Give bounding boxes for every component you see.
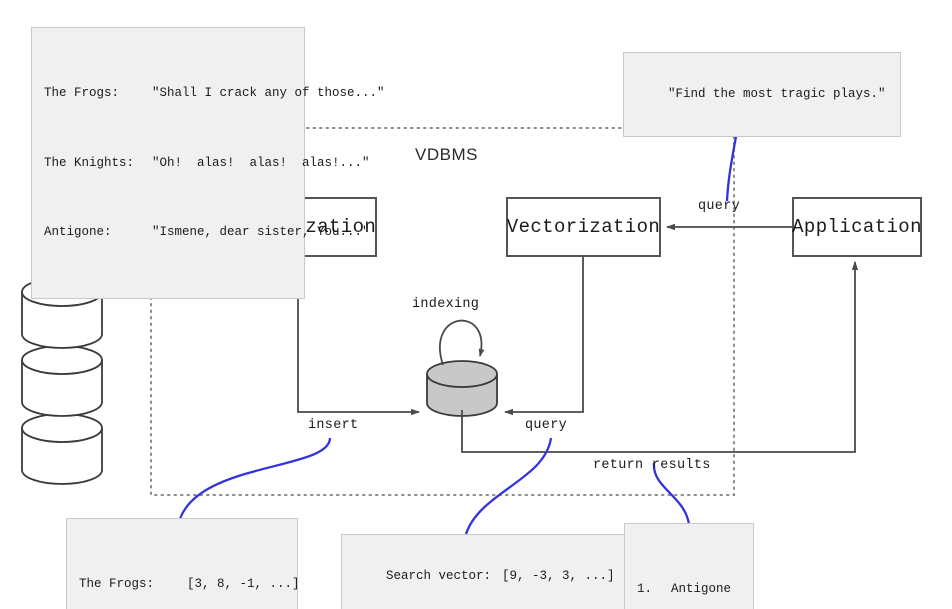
edge-query-vectorization-to-index — [504, 257, 584, 416]
search-vector-label: Search vector: — [386, 569, 492, 584]
connector-document-vectors — [178, 437, 332, 520]
document-excerpt: "Ismene, dear sister, You..." — [152, 225, 370, 239]
annotation-document-vectors: The Frogs: [3, 8, -1, ...] The Knights: … — [66, 518, 300, 609]
edge-return-results-index-to-application — [461, 261, 859, 453]
annotation-user-query: "Find the most tragic plays." — [623, 52, 901, 138]
result-title: Antigone — [671, 582, 732, 597]
edge-label-return-results: return results — [593, 458, 711, 473]
node-vectorization-query-label: Vectorization — [506, 216, 661, 238]
document-title: The Frogs: — [79, 577, 155, 592]
annotation-row: Antigone: "Ismene, dear sister, You..." — [44, 221, 370, 244]
node-application[interactable]: Application — [792, 197, 922, 257]
edge-label-insert-bottom: insert — [308, 418, 359, 433]
edge-label-indexing: indexing — [412, 297, 480, 312]
edge-insert-vectorization-to-index — [297, 257, 420, 416]
document-title: The Frogs: — [44, 86, 120, 101]
annotation-search-vector: Search vector: [9, -3, 3, ...] — [341, 534, 630, 609]
document-title: Antigone: — [44, 225, 112, 239]
vdbms-boundary-label: VDBMS — [415, 145, 478, 164]
result-rank: 1. — [637, 582, 653, 597]
annotation-row: The Knights: "Oh! alas! alas! alas!..." — [44, 152, 370, 175]
document-vector: [3, 8, -1, ...] — [187, 577, 300, 592]
node-vectorization-query[interactable]: Vectorization — [506, 197, 661, 257]
connector-search-vector — [464, 437, 553, 535]
edge-label-query-top: query — [698, 199, 741, 214]
node-application-label: Application — [792, 216, 922, 238]
document-title: The Knights: — [44, 155, 135, 170]
source-database-stack — [21, 277, 103, 485]
search-vector-value: [9, -3, 3, ...] — [502, 569, 615, 584]
user-query-text: "Find the most tragic plays." — [668, 87, 886, 102]
result-item: 1. Antigone — [637, 578, 741, 601]
document-excerpt: "Shall I crack any of those..." — [152, 86, 385, 101]
edge-indexing-self-loop — [439, 319, 485, 366]
edge-label-query-bottom: query — [525, 418, 568, 433]
document-excerpt: "Oh! alas! alas! alas!..." — [152, 155, 370, 170]
annotation-row: The Frogs: [3, 8, -1, ...] — [79, 573, 300, 596]
vector-index-cylinder — [426, 360, 498, 417]
annotation-row: The Frogs: "Shall I crack any of those..… — [44, 82, 385, 105]
annotation-source-documents: The Frogs: "Shall I crack any of those..… — [31, 27, 385, 300]
annotation-results: 1. Antigone 2. The Knights — [624, 523, 754, 609]
